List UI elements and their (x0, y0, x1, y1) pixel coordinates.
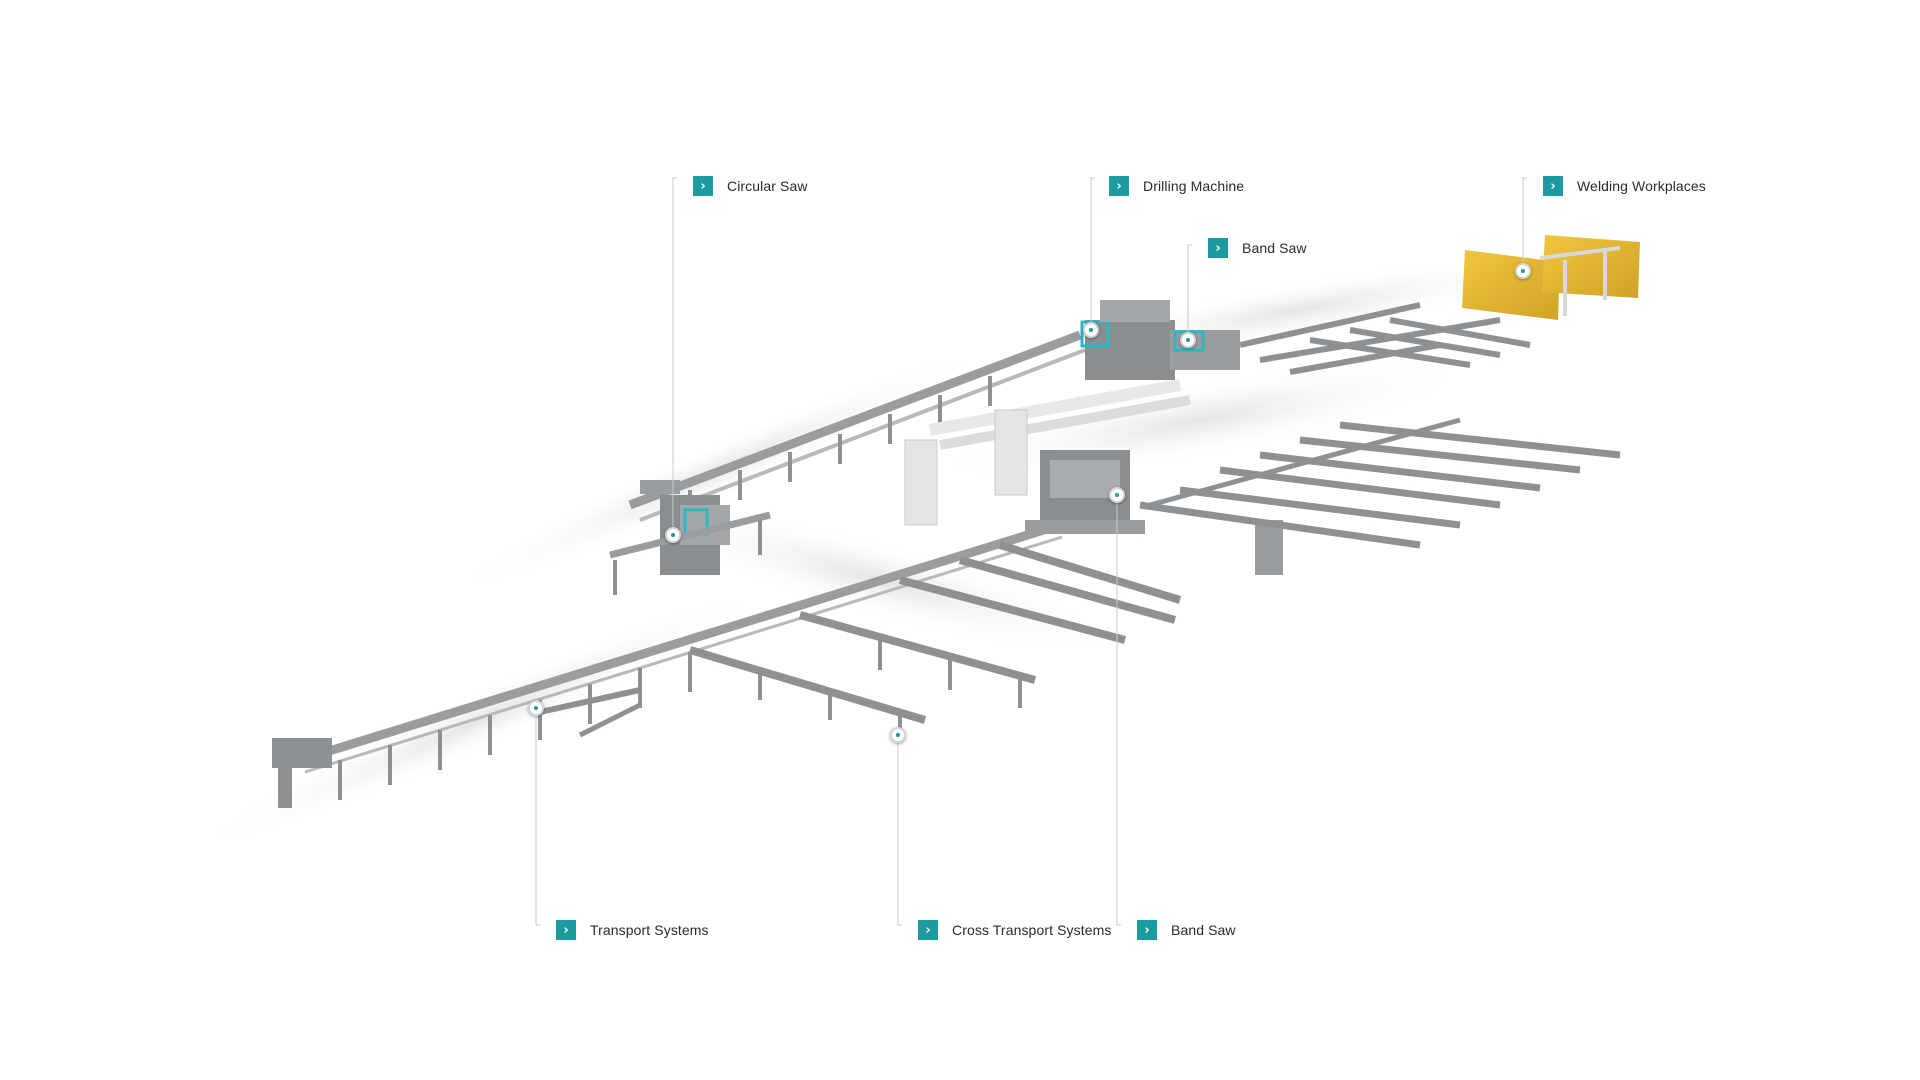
right-cross-transport (1139, 417, 1621, 549)
callout-label[interactable]: Circular Saw (727, 178, 808, 194)
control-cabinets (904, 409, 1283, 575)
welding-workplaces (1462, 235, 1640, 320)
callout-label[interactable]: Cross Transport Systems (952, 922, 1112, 938)
callout-circular-saw[interactable]: › Circular Saw (693, 176, 808, 196)
callout-label[interactable]: Drilling Machine (1143, 178, 1245, 194)
callout-label[interactable]: Welding Workplaces (1577, 178, 1706, 194)
chevron-right-icon[interactable]: › (1208, 238, 1228, 258)
callout-cross-transport-systems[interactable]: › Cross Transport Systems (918, 920, 1111, 940)
callout-welding-workplaces[interactable]: › Welding Workplaces (1543, 176, 1706, 196)
upper-right-conveyors (1239, 302, 1531, 375)
callout-band-saw-bottom[interactable]: › Band Saw (1137, 920, 1236, 940)
lower-cross-transport (539, 541, 1182, 742)
hotspot-band-saw-top[interactable] (1180, 332, 1196, 348)
chevron-right-icon[interactable]: › (693, 176, 713, 196)
hotspot-drilling-machine[interactable] (1083, 322, 1099, 338)
callout-label[interactable]: Band Saw (1242, 240, 1307, 256)
hotspot-cross-transport-systems[interactable] (890, 727, 906, 743)
upper-conveyor (628, 330, 1191, 522)
callout-label[interactable]: Transport Systems (590, 922, 709, 938)
lower-conveyor (272, 520, 1063, 808)
chevron-right-icon[interactable]: › (1109, 176, 1129, 196)
chevron-right-icon[interactable]: › (1543, 176, 1563, 196)
hotspot-welding-workplaces[interactable] (1515, 263, 1531, 279)
callout-label[interactable]: Band Saw (1171, 922, 1236, 938)
callout-drilling-machine[interactable]: › Drilling Machine (1109, 176, 1244, 196)
callout-band-saw-top[interactable]: › Band Saw (1208, 238, 1307, 258)
hotspot-band-saw-bottom[interactable] (1109, 487, 1125, 503)
band-saw-machine (1025, 450, 1145, 534)
hotspot-transport-systems[interactable] (528, 700, 544, 716)
chevron-right-icon[interactable]: › (918, 920, 938, 940)
callout-transport-systems[interactable]: › Transport Systems (556, 920, 709, 940)
hotspot-circular-saw[interactable] (665, 527, 681, 543)
chevron-right-icon[interactable]: › (1137, 920, 1157, 940)
leader-lines (535, 177, 1527, 926)
chevron-right-icon[interactable]: › (556, 920, 576, 940)
